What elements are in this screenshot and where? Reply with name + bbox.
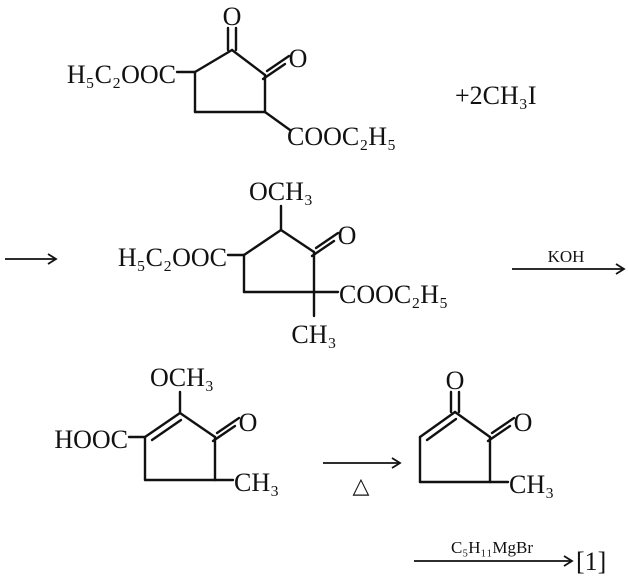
methyl-group: CH₃	[509, 470, 554, 499]
carboxyl-group: HOOC	[54, 425, 128, 454]
methyl-group: CH₃	[291, 320, 336, 349]
grignard-reagent: C₅H₁₁MgBr	[451, 538, 533, 557]
intermediate-carbonyl: O	[310, 221, 357, 258]
intermediate-ring-bonds	[242, 228, 316, 294]
reaction-arrow-1	[5, 253, 58, 265]
acid-carbonyl: O	[211, 408, 258, 443]
oxygen-label: O	[289, 44, 308, 73]
product-label: [1]	[576, 547, 606, 576]
oxygen-label: O	[446, 366, 465, 395]
arrow-head	[615, 263, 626, 275]
ring-bond	[230, 48, 267, 77]
ring-bond	[418, 410, 457, 439]
ring-bond	[453, 410, 492, 439]
acid-ring-bonds	[143, 411, 217, 482]
oxygen-label: O	[223, 2, 242, 31]
double-bond-line	[265, 54, 291, 73]
ring-double-bond-inner	[150, 418, 183, 442]
ring-bond	[143, 411, 182, 439]
heat-symbol: △	[353, 473, 370, 498]
methyl-iodide-reagent: +2CH₃I	[455, 81, 537, 110]
enone-carbonyl-top: O	[446, 366, 465, 414]
koh-reagent: KOH	[548, 247, 585, 266]
arrow-head	[47, 253, 58, 265]
double-bond-line	[314, 231, 340, 250]
reactant-carbonyl-right: O	[261, 44, 308, 81]
double-bond-line	[310, 239, 336, 258]
ring-bond	[193, 48, 234, 74]
arrow-head	[391, 457, 402, 469]
reaction-arrow-4: C₅H₁₁MgBr	[414, 538, 574, 567]
reactant-carbonyl-top: O	[223, 2, 242, 52]
methoxy-group: OCH₃	[150, 363, 214, 392]
enone-ring-bonds	[418, 410, 492, 484]
double-bond-line	[211, 424, 237, 443]
intermediate-molecule: OCH₃ O H₅C₂OOC COOC₂H₅ CH₃	[118, 177, 448, 349]
enone-product-molecule: O O CH₃	[418, 366, 554, 499]
methyl-group: CH₃	[234, 468, 279, 497]
oxygen-label: O	[239, 408, 258, 437]
ester-group-right: COOC₂H₅	[287, 122, 396, 151]
ring-bond	[178, 411, 217, 439]
double-bond-line	[215, 416, 241, 435]
oxygen-label: O	[514, 408, 533, 437]
reaction-arrow-2: KOH	[512, 247, 626, 275]
acid-molecule: OCH₃ O HOOC CH₃	[54, 363, 279, 497]
double-bond-line	[261, 62, 287, 81]
double-bond-line	[490, 416, 516, 435]
double-bond-line	[486, 424, 512, 443]
ester-group-left: H₅C₂OOC	[67, 60, 176, 89]
enone-carbonyl-right: O	[486, 408, 533, 443]
arrow-head	[563, 555, 574, 567]
reaction-arrow-3: △	[323, 457, 402, 498]
reactant-molecule: O O H₅C₂OOC COOC₂H₅	[67, 2, 396, 151]
ester-group-right: COOC₂H₅	[339, 280, 448, 309]
ring-double-bond-inner	[425, 417, 458, 442]
ester-group-left: H₅C₂OOC	[118, 243, 227, 272]
oxygen-label: O	[338, 221, 357, 250]
ring-bond	[242, 228, 283, 257]
ester-bond-right	[263, 110, 292, 132]
methoxy-group: OCH₃	[249, 177, 313, 206]
reactant-ring-bonds	[193, 48, 267, 114]
ring-bond	[279, 228, 316, 254]
